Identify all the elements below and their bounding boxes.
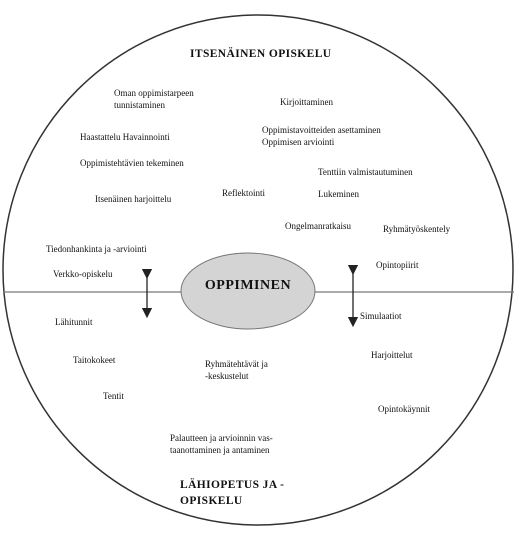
item-oman-line2: tunnistaminen bbox=[114, 100, 165, 110]
center-label: OPPIMINEN bbox=[204, 278, 292, 293]
item-taitokokeet: Taitokokeet bbox=[73, 355, 116, 365]
outer-circle bbox=[2, 14, 514, 526]
item-kirjoittaminen: Kirjoittaminen bbox=[280, 97, 333, 107]
item-ongelmanratkaisu: Ongelmanratkaisu bbox=[285, 221, 351, 231]
item-lahitunnit: Lähitunnit bbox=[55, 317, 93, 327]
item-opintokaynnit: Opintokäynnit bbox=[378, 404, 430, 414]
item-oppimistehtavien: Oppimistehtävien tekeminen bbox=[80, 158, 184, 168]
item-simulaatiot: Simulaatiot bbox=[360, 311, 402, 321]
item-oppimistavoitteet-line1: Oppimistavoitteiden asettaminen bbox=[262, 125, 381, 135]
item-reflektointi: Reflektointi bbox=[222, 188, 265, 198]
item-lukeminen: Lukeminen bbox=[318, 189, 359, 199]
item-haastattelu: Haastattelu Havainnointi bbox=[80, 132, 170, 142]
item-palaute-line1: Palautteen ja arvioinnin vas- bbox=[170, 433, 273, 443]
item-oppimistavoitteet-line2: Oppimisen arviointi bbox=[262, 137, 335, 147]
bottom-section-title-line1: LÄHIOPETUS JA - bbox=[180, 479, 285, 491]
item-palaute-line2: taanottaminen ja antaminen bbox=[170, 445, 270, 455]
item-itsenainen-harjoittelu: Itsenäinen harjoittelu bbox=[95, 194, 172, 204]
top-section-title: ITSENÄINEN OPISKELU bbox=[190, 48, 332, 60]
item-oman-line1: Oman oppimistarpeen bbox=[114, 88, 194, 98]
item-ryhmatehtavat-line1: Ryhmätehtävät ja bbox=[205, 359, 268, 369]
item-opintopiirit: Opintopiirit bbox=[376, 260, 419, 270]
item-harjoittelut: Harjoittelut bbox=[371, 350, 413, 360]
bottom-section-title-line2: OPISKELU bbox=[180, 495, 243, 507]
item-ryhmatyoskentely: Ryhmätyöskentely bbox=[383, 224, 451, 234]
item-tentit: Tentit bbox=[103, 391, 124, 401]
item-ryhmatehtavat-line2: -keskustelut bbox=[205, 371, 249, 381]
center-ellipse bbox=[180, 252, 316, 330]
item-tiedonhankinta: Tiedonhankinta ja -arviointi bbox=[46, 244, 147, 254]
item-verkko-opiskelu: Verkko-opiskelu bbox=[53, 269, 113, 279]
item-tenttiin: Tenttiin valmistautuminen bbox=[318, 167, 413, 177]
